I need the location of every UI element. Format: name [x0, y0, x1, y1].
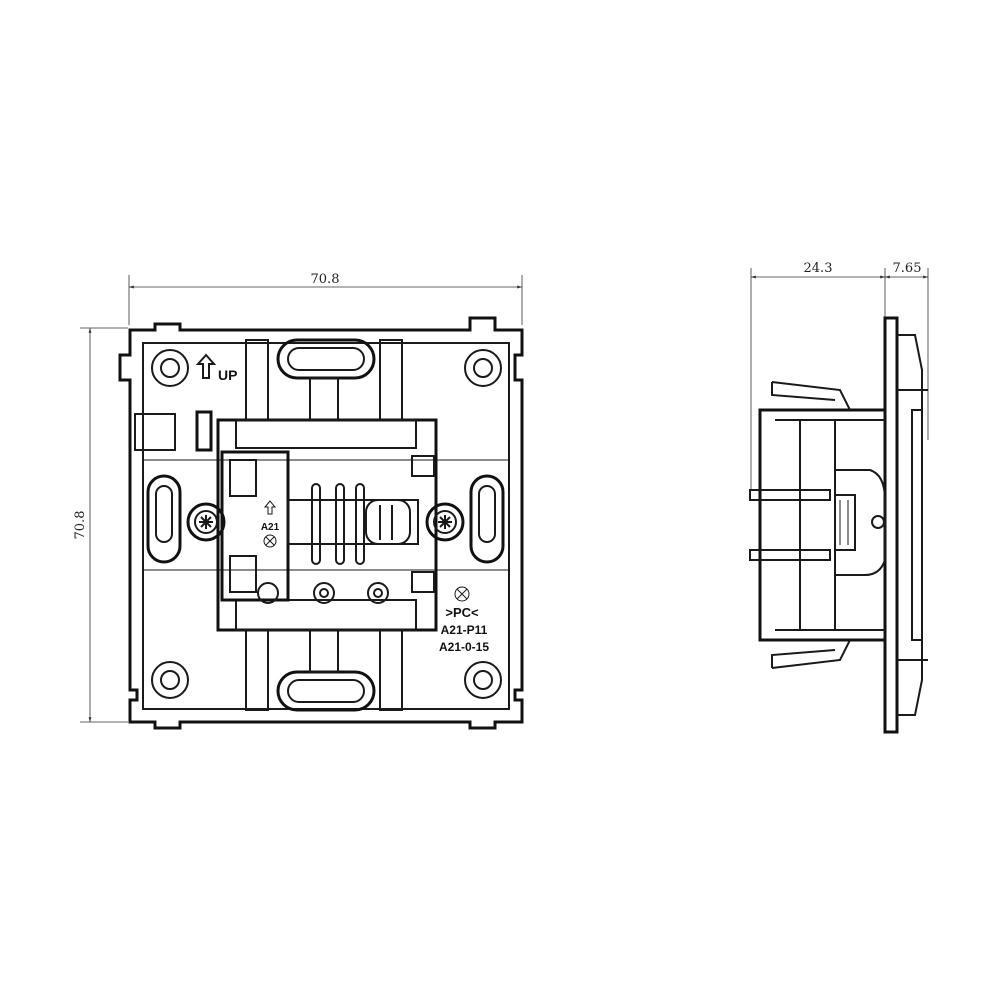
slot-top [276, 338, 376, 380]
part-number-1: A21-P11 [441, 623, 488, 637]
front-view: 70.8 70.8 [73, 272, 524, 730]
mounting-plate [883, 316, 899, 734]
center-code-label: A21 [261, 522, 280, 533]
corner-holes [151, 349, 502, 699]
material-label: >PC< [445, 605, 479, 620]
small-up-arrow-icon [263, 500, 277, 515]
mechanism-side [758, 408, 885, 642]
width-label: 70.8 [311, 272, 340, 287]
depth-label: 24.3 [804, 261, 833, 276]
up-arrow-icon [195, 353, 217, 379]
width-dimension: 70.8 [128, 272, 523, 325]
screw-left [186, 502, 226, 542]
mounting-frame [118, 316, 524, 730]
up-label: UP [218, 367, 237, 383]
part-number-2: A21-0-15 [439, 640, 489, 654]
height-dimension: 70.8 [73, 327, 128, 723]
screw-right [425, 502, 465, 542]
depth-dimension: 24.3 7.65 [750, 261, 929, 490]
recycle-x-icon [454, 586, 470, 602]
x-circle-icon [263, 534, 277, 548]
height-label: 70.8 [73, 511, 88, 540]
side-view: 24.3 7.65 [749, 261, 929, 734]
slot-bottom [276, 670, 376, 712]
slot-left [146, 474, 182, 564]
plate-label: 7.65 [893, 261, 922, 276]
slot-right [469, 474, 505, 564]
contact-assembly [287, 483, 419, 565]
